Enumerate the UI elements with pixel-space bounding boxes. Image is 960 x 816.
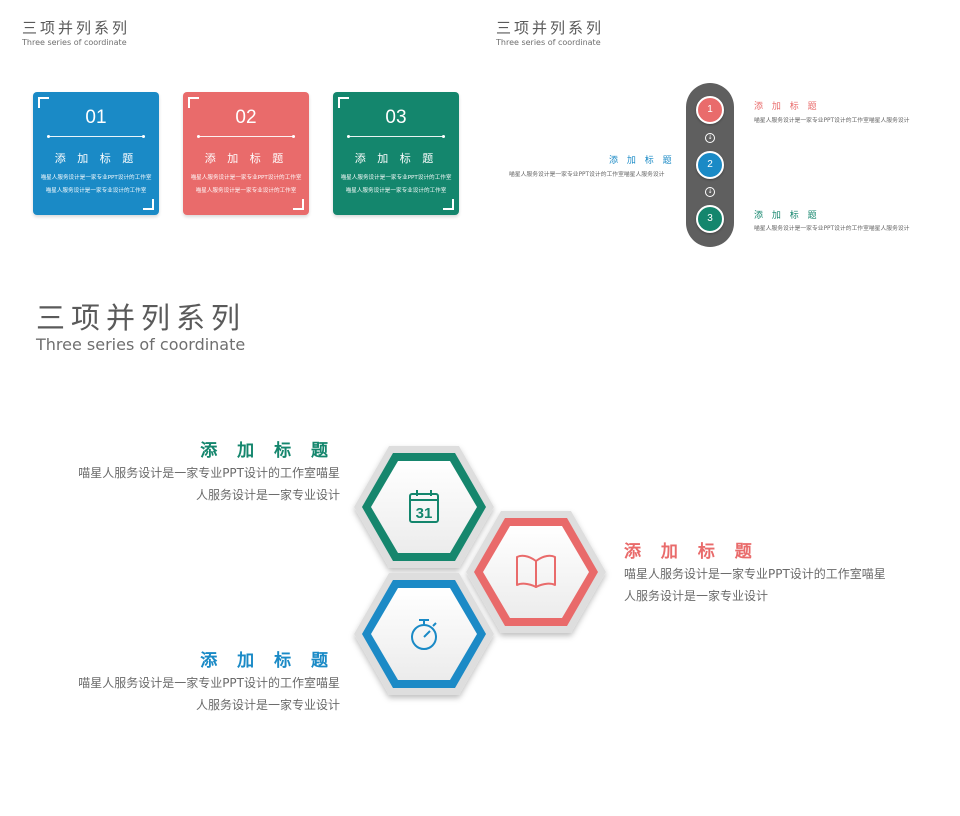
card-desc-line: 喵星人服务设计是一家专业设计的工作室 bbox=[195, 188, 297, 194]
hex-top-left-title: 添 加 标 题 bbox=[200, 441, 335, 461]
hex-desc-line: 喵星人服务设计是一家专业PPT设计的工作室喵星 bbox=[624, 567, 886, 581]
hex-desc-line: 人服务设计是一家专业设计 bbox=[195, 488, 340, 502]
hex-desc-line: 喵星人服务设计是一家专业PPT设计的工作室喵星 bbox=[78, 466, 340, 480]
main-subtitle: Three series of coordinate bbox=[36, 335, 246, 354]
arrow-down-icon: ↓ bbox=[705, 133, 715, 143]
corner-bracket-icon bbox=[188, 97, 199, 108]
hex-desc-line: 喵星人服务设计是一家专业PPT设计的工作室喵星 bbox=[78, 676, 340, 690]
timeline-right-top-title: 添 加 标 题 bbox=[754, 102, 820, 112]
card-desc-line: 喵星人服务设计是一家专业PPT设计的工作室 bbox=[190, 175, 302, 181]
card-desc-line: 喵星人服务设计是一家专业PPT设计的工作室 bbox=[40, 175, 152, 181]
hex-desc-line: 人服务设计是一家专业设计 bbox=[195, 698, 340, 712]
section-title: 三项并列系列 bbox=[496, 19, 605, 37]
arrow-down-icon: ↓ bbox=[705, 187, 715, 197]
timeline-right-top-desc: 喵星人服务设计是一家专业PPT设计的工作室喵星人服务设计 bbox=[754, 118, 910, 124]
section-title: 三项并列系列 bbox=[22, 19, 131, 37]
card-desc-line: 喵星人服务设计是一家专业PPT设计的工作室 bbox=[340, 175, 452, 181]
hex-desc-line: 人服务设计是一家专业设计 bbox=[624, 589, 769, 603]
divider bbox=[347, 135, 445, 138]
calendar-icon bbox=[409, 490, 439, 523]
book-icon bbox=[516, 554, 556, 588]
step-circle-3: 3 bbox=[696, 205, 724, 233]
timeline-left-title: 添 加 标 题 bbox=[609, 156, 675, 166]
hexagon-cluster: 31 bbox=[354, 446, 606, 695]
timeline-right-bottom-desc: 喵星人服务设计是一家专业PPT设计的工作室喵星人服务设计 bbox=[754, 226, 910, 232]
section-subtitle: Three series of coordinate bbox=[22, 38, 127, 47]
card-desc-line: 喵星人服务设计是一家专业设计的工作室 bbox=[45, 188, 147, 194]
card-desc: 喵星人服务设计是一家专业PPT设计的工作室 喵星人服务设计是一家专业设计的工作室 bbox=[337, 172, 455, 198]
card-title: 添 加 标 题 bbox=[204, 152, 288, 165]
divider bbox=[197, 135, 295, 138]
hex-top-left-desc: 喵星人服务设计是一家专业PPT设计的工作室喵星 人服务设计是一家专业设计 bbox=[78, 462, 340, 506]
divider bbox=[47, 135, 145, 138]
card-title: 添 加 标 题 bbox=[54, 152, 138, 165]
card-01: 01 添 加 标 题 喵星人服务设计是一家专业PPT设计的工作室 喵星人服务设计… bbox=[33, 92, 159, 215]
calendar-day: 31 bbox=[416, 505, 433, 522]
corner-bracket-icon bbox=[293, 199, 304, 210]
card-number: 03 bbox=[385, 107, 407, 128]
card-desc: 喵星人服务设计是一家专业PPT设计的工作室 喵星人服务设计是一家专业设计的工作室 bbox=[187, 172, 305, 198]
timeline-right-bottom-title: 添 加 标 题 bbox=[754, 211, 820, 221]
card-desc: 喵星人服务设计是一家专业PPT设计的工作室 喵星人服务设计是一家专业设计的工作室 bbox=[37, 172, 155, 198]
corner-bracket-icon bbox=[38, 97, 49, 108]
hexagon-green bbox=[354, 446, 494, 568]
hexagon-blue bbox=[354, 573, 494, 695]
corner-bracket-icon bbox=[143, 199, 154, 210]
corner-bracket-icon bbox=[443, 199, 454, 210]
hex-bottom-left-desc: 喵星人服务设计是一家专业PPT设计的工作室喵星 人服务设计是一家专业设计 bbox=[78, 672, 340, 716]
hex-right-title: 添 加 标 题 bbox=[624, 542, 759, 562]
step-circle-1: 1 bbox=[696, 96, 724, 124]
timeline-left-desc: 喵星人服务设计是一家专业PPT设计的工作室喵星人服务设计 bbox=[509, 172, 665, 178]
corner-bracket-icon bbox=[338, 97, 349, 108]
hex-right-desc: 喵星人服务设计是一家专业PPT设计的工作室喵星 人服务设计是一家专业设计 bbox=[624, 563, 886, 607]
section-subtitle: Three series of coordinate bbox=[496, 38, 601, 47]
main-title: 三项并列系列 bbox=[36, 301, 247, 335]
card-number: 01 bbox=[85, 107, 107, 128]
card-title: 添 加 标 题 bbox=[354, 152, 438, 165]
hex-bottom-left-title: 添 加 标 题 bbox=[200, 651, 335, 671]
card-desc-line: 喵星人服务设计是一家专业设计的工作室 bbox=[345, 188, 447, 194]
timeline-pill: 1 ↓ 2 ↓ 3 bbox=[686, 83, 734, 247]
step-circle-2: 2 bbox=[696, 151, 724, 179]
card-03: 03 添 加 标 题 喵星人服务设计是一家专业PPT设计的工作室 喵星人服务设计… bbox=[333, 92, 459, 215]
card-number: 02 bbox=[235, 107, 257, 128]
card-02: 02 添 加 标 题 喵星人服务设计是一家专业PPT设计的工作室 喵星人服务设计… bbox=[183, 92, 309, 215]
stopwatch-icon bbox=[411, 619, 437, 650]
